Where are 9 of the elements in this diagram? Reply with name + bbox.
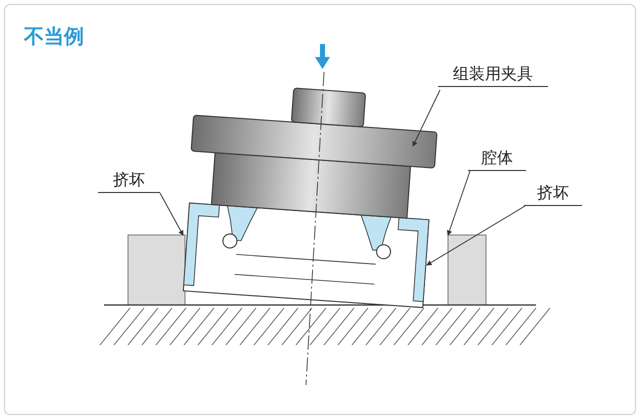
callout-label: 组装用夹具 xyxy=(438,64,548,87)
callout-label: 挤坏 xyxy=(98,170,160,193)
leader-line xyxy=(160,192,184,236)
callout-label: 腔体 xyxy=(468,148,526,171)
leader-line xyxy=(412,90,440,147)
leader-line xyxy=(446,170,470,236)
leader-line xyxy=(426,206,526,266)
callout-label: 挤坏 xyxy=(524,183,582,206)
title: 不当例 xyxy=(24,25,84,50)
